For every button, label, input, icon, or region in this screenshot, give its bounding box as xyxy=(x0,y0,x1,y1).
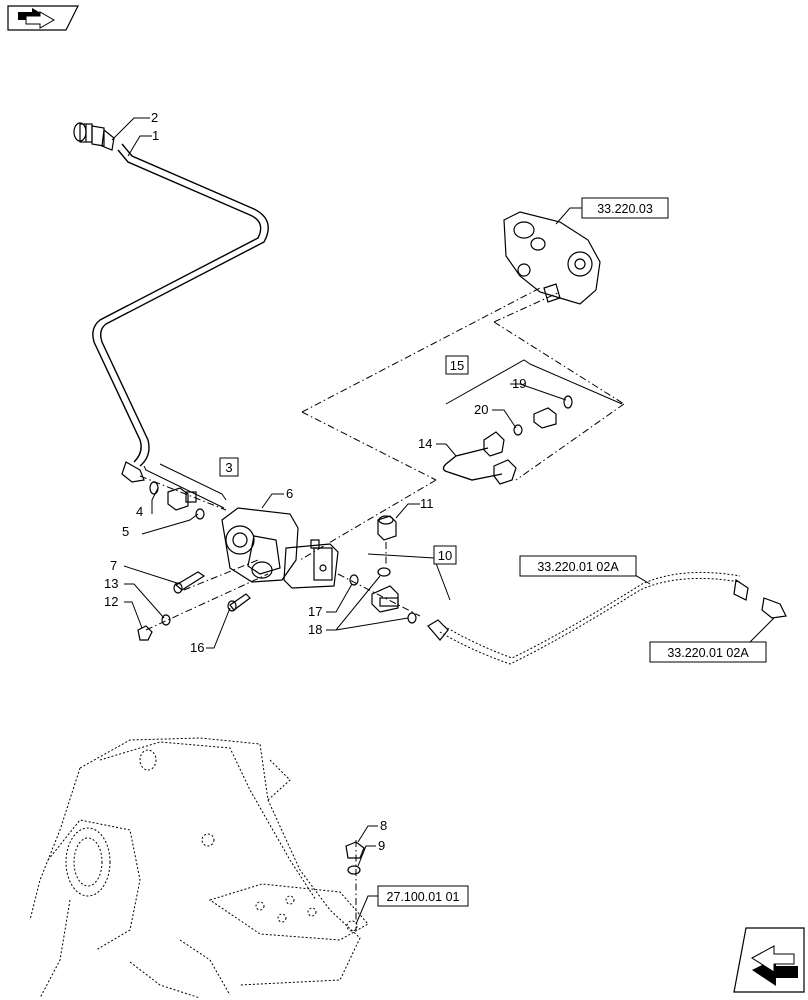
callout-11: 11 xyxy=(420,496,434,511)
callout-18: 18 xyxy=(308,622,322,637)
callout-8: 8 xyxy=(380,818,387,833)
callout-16: 16 xyxy=(190,640,204,655)
previous-page-icon[interactable] xyxy=(7,5,79,31)
bolt-16-part xyxy=(227,593,251,612)
next-page-icon[interactable] xyxy=(733,927,805,993)
quick-coupler-part xyxy=(73,122,115,151)
callout-5: 5 xyxy=(122,524,129,539)
ref-box-line-upper[interactable]: 33.220.01 02A xyxy=(519,555,637,577)
kit-bracket-3 xyxy=(143,463,227,509)
tube-14-part xyxy=(442,431,517,485)
callout-6: 6 xyxy=(286,486,293,501)
fitting-kit-3-parts xyxy=(149,481,205,520)
hydraulic-tube-part xyxy=(92,143,269,483)
callout-19: 19 xyxy=(512,376,526,391)
callout-13: 13 xyxy=(104,576,118,591)
o-ring-20-part xyxy=(513,424,523,436)
bolt-7-part xyxy=(173,571,206,594)
o-ring-18-part xyxy=(377,567,417,624)
callout-9: 9 xyxy=(378,838,385,853)
ref-frame-label: 27.100.01 01 xyxy=(387,890,460,904)
frame-housing-part xyxy=(29,737,369,999)
adapter-fitting-part xyxy=(533,407,557,429)
ref-box-valve[interactable]: 33.220.03 xyxy=(581,197,669,219)
ref-valve-label: 33.220.03 xyxy=(597,202,653,216)
ref-line-lower-label: 33.220.01 02A xyxy=(667,646,749,660)
callout-1: 1 xyxy=(152,128,159,143)
o-ring-17-part xyxy=(349,574,359,586)
callout-7: 7 xyxy=(110,558,117,573)
leader-lines xyxy=(111,117,775,925)
callout-10: 10 xyxy=(438,548,452,563)
control-valve-part xyxy=(503,211,601,305)
nut-12-part xyxy=(137,625,153,641)
kit-bracket-15 xyxy=(445,359,623,405)
washer-13-part xyxy=(161,614,171,626)
tee-fitting-part xyxy=(371,585,399,613)
valve-block-part xyxy=(221,507,339,589)
kit-10-box xyxy=(433,545,457,565)
callout-2: 2 xyxy=(151,110,158,125)
hose-line-part xyxy=(427,571,787,665)
callout-3: 3 xyxy=(225,460,232,475)
ref-box-frame[interactable]: 27.100.01 01 xyxy=(377,885,469,907)
callout-20: 20 xyxy=(474,402,488,417)
ref-box-line-lower[interactable]: 33.220.01 02A xyxy=(649,641,767,663)
ref-line-upper-label: 33.220.01 02A xyxy=(537,560,619,574)
alignment-lines xyxy=(139,287,625,930)
o-ring-19-part xyxy=(563,395,573,409)
kit-15-box xyxy=(445,355,469,375)
washer-9-part xyxy=(347,865,361,875)
nut-part xyxy=(377,515,397,541)
callout-15: 15 xyxy=(450,358,464,373)
callout-17: 17 xyxy=(308,604,322,619)
callout-4: 4 xyxy=(136,504,143,519)
callout-12: 12 xyxy=(104,594,118,609)
callout-14: 14 xyxy=(418,436,432,451)
plug-8-part xyxy=(345,841,365,859)
kit-3-box xyxy=(219,457,239,477)
